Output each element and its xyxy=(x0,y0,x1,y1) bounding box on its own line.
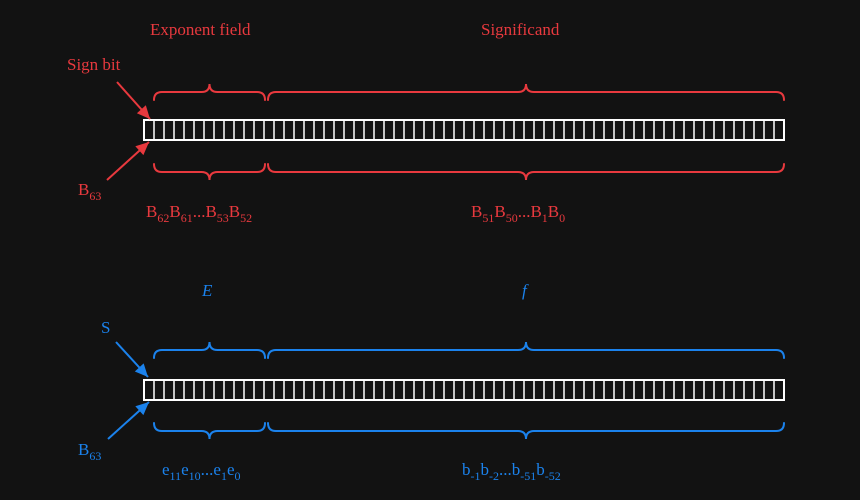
top-significand-bits-label: B51B50...B1B0 xyxy=(471,202,566,225)
top-sig-bits-part: B xyxy=(471,202,483,221)
top-exp-bits-part: 61 xyxy=(180,211,193,225)
bot-exp-bits-part: e xyxy=(213,460,221,479)
top-significand-brace-upper xyxy=(267,83,785,101)
top-b63-arrow-head xyxy=(135,142,149,156)
top-significand-label: Significand xyxy=(481,20,560,39)
bot-exp-bits-part: e xyxy=(226,460,235,479)
bot-exp-bits-part: 0 xyxy=(234,469,241,483)
top-sig-bits-part: 1 xyxy=(541,211,548,225)
top-exp-bits-part: B xyxy=(205,202,217,221)
bottom-exponent-brace-lower xyxy=(153,422,266,440)
b63-base: B xyxy=(78,180,90,199)
bot-sig-bits-part: b xyxy=(462,460,471,479)
top-exp-bits-part: 53 xyxy=(216,211,229,225)
top-exp-bits-part: 52 xyxy=(240,211,253,225)
top-exponent-label: Exponent field xyxy=(150,20,251,39)
top-sig-bits-part: ... xyxy=(517,202,531,221)
bottom-sign-label: S xyxy=(101,318,111,337)
bot-exp-bits-part: ... xyxy=(200,460,214,479)
top-exp-bits-part: B xyxy=(228,202,241,221)
top-sig-bits-part: B xyxy=(547,202,560,221)
top-sign-arrow-head xyxy=(136,105,150,119)
bottom-exponent-brace-upper xyxy=(153,341,266,359)
bot-sig-bits-part: ... xyxy=(499,460,512,479)
bottom-exponent-bits-label: e11e10...e1e0 xyxy=(162,460,241,483)
bottom-significand-label: f xyxy=(522,281,527,300)
b63-base: B xyxy=(78,440,90,459)
bot-exp-bits-part: 10 xyxy=(188,469,201,483)
bot-sig-bits-part: b xyxy=(480,460,490,479)
top-exp-bits-part: B xyxy=(146,202,158,221)
bot-sig-bits-part: b xyxy=(536,460,545,479)
top-sig-bits-part: 50 xyxy=(505,211,518,225)
top-sig-bits-part: 0 xyxy=(559,211,566,225)
top-sig-bits-part: 51 xyxy=(482,211,495,225)
b63-sub: 63 xyxy=(89,449,102,463)
bot-sig-bits-part: -1 xyxy=(470,469,481,483)
top-exp-bits-part: 62 xyxy=(157,211,170,225)
top-exponent-brace-lower xyxy=(153,163,266,181)
top-exponent-brace-upper xyxy=(153,83,266,101)
bot-exp-bits-part: e xyxy=(162,460,170,479)
bot-sig-bits-part: -2 xyxy=(489,469,499,483)
top-sig-bits-part: B xyxy=(494,202,506,221)
bot-sig-bits-part: -52 xyxy=(544,469,561,483)
top-b63-label: B63 xyxy=(78,180,102,203)
bot-sig-bits-part: -51 xyxy=(520,469,537,483)
b63-sub: 63 xyxy=(89,189,102,203)
bot-sig-bits-part: b xyxy=(511,460,521,479)
bot-exp-bits-part: 1 xyxy=(220,469,227,483)
bot-exp-bits-part: 11 xyxy=(169,469,182,483)
top-exp-bits-part: ... xyxy=(192,202,206,221)
top-exponent-bits-label: B62B61...B53B52 xyxy=(146,202,253,225)
top-sign-bit-label: Sign bit xyxy=(67,55,121,74)
bottom-exponent-label: E xyxy=(202,281,213,300)
bottom-b63-arrow-head xyxy=(135,402,149,416)
top-sig-bits-part: B xyxy=(530,202,542,221)
bottom-significand-brace-lower xyxy=(267,422,785,440)
bottom-significand-bits-label: b-1b-2...b-51b-52 xyxy=(462,460,561,483)
bottom-significand-brace-upper xyxy=(267,341,785,359)
bottom-b63-label: B63 xyxy=(78,440,102,463)
bottom-sign-arrow-head xyxy=(134,363,148,377)
top-significand-brace-lower xyxy=(267,163,785,181)
top-exp-bits-part: B xyxy=(169,202,181,221)
bot-exp-bits-part: e xyxy=(181,460,189,479)
